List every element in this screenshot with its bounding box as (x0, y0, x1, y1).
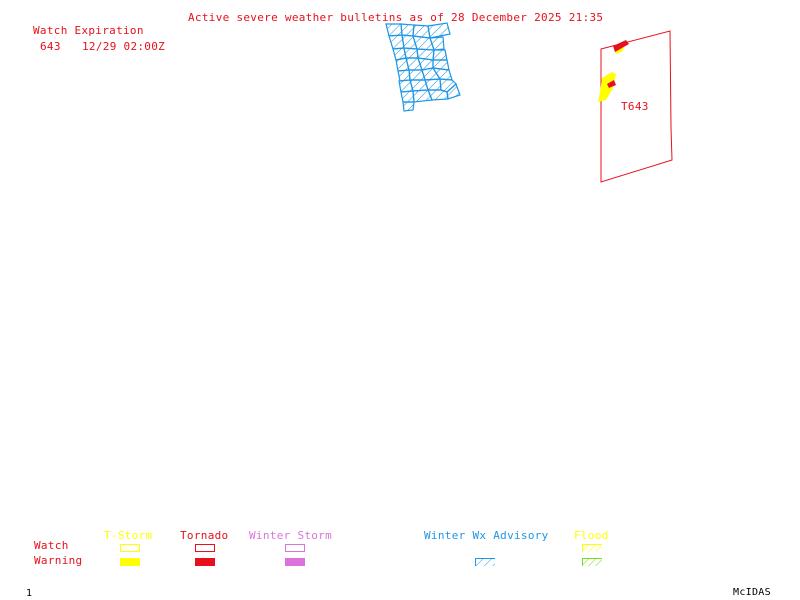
legend-winter-wx-advisory-swatch (475, 558, 495, 566)
tornado-warning-polygon (613, 40, 629, 52)
advisory-county (446, 82, 461, 100)
legend-flood-warning-swatch (582, 558, 602, 566)
legend-tstorm-warning-swatch (120, 558, 140, 566)
advisory-county (403, 47, 419, 59)
frame-number: 1 (26, 588, 33, 599)
advisory-county (424, 78, 442, 91)
tstorm-warning-polygon (598, 72, 616, 102)
legend-tstorm-watch-swatch (120, 544, 140, 552)
advisory-county (400, 90, 415, 103)
legend-flood-watch-swatch (582, 544, 602, 552)
brand-label: McIDAS (733, 587, 771, 598)
watch-expiration-heading: Watch Expiration (33, 24, 144, 37)
tornado-warning-polygon (607, 80, 616, 88)
legend-flood-label: Flood (574, 529, 609, 542)
legend-watch-row-label: Watch (34, 539, 69, 552)
legend-winter-storm-label: Winter Storm (249, 529, 333, 542)
advisory-county (400, 23, 415, 37)
advisory-county (427, 22, 451, 39)
advisory-county (432, 49, 448, 61)
legend-winter-storm-watch-swatch (285, 544, 305, 552)
legend-winter-storm-warning-swatch (285, 558, 305, 566)
bulletin-title: Active severe weather bulletins as of 28… (188, 11, 604, 24)
advisory-county (385, 23, 403, 37)
advisory-county (397, 69, 411, 82)
advisory-county (402, 101, 415, 112)
legend-tornado-watch-swatch (195, 544, 215, 552)
watch-expiration-time: 12/29 02:00Z (82, 40, 166, 53)
advisory-county (427, 89, 449, 101)
winter-wx-advisory-area (385, 22, 461, 112)
legend-tornado-warning-swatch (195, 558, 215, 566)
advisory-county (429, 36, 445, 51)
legend-tornado-label: Tornado (180, 529, 229, 542)
legend-winter-wx-advisory-label: Winter Wx Advisory (424, 529, 549, 542)
watch-label: T643 (621, 100, 649, 113)
legend-warning-row-label: Warning (34, 554, 83, 567)
legend-tstorm-label: T-Storm (104, 529, 153, 542)
tornado-watch-643-outline (600, 30, 673, 183)
watch-number: 643 (40, 40, 61, 53)
